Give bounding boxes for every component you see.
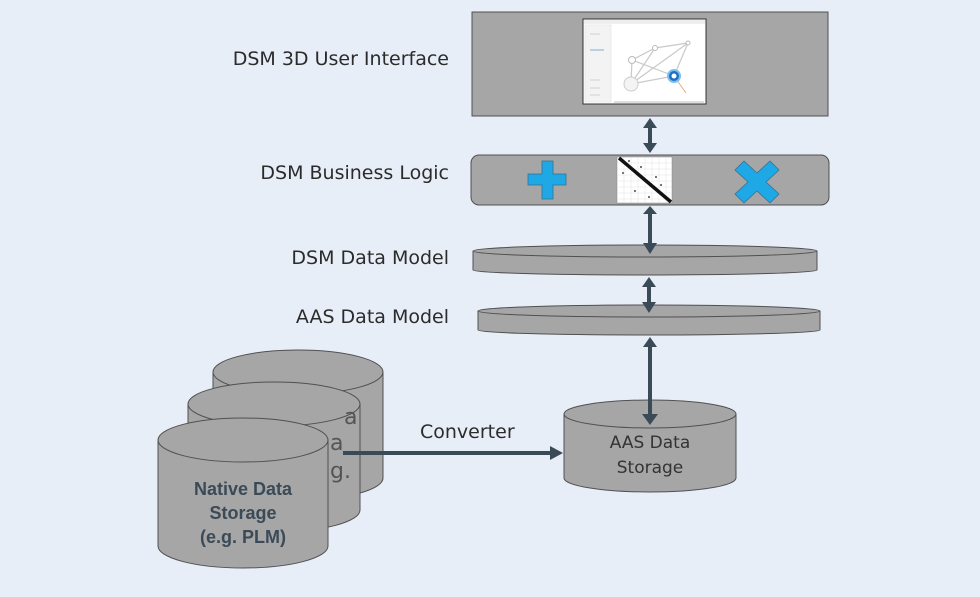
native-line-1: Native Data — [193, 479, 293, 499]
ui-screenshot-thumbnail — [582, 18, 707, 105]
ghost-text-middle-2: g. — [330, 459, 351, 484]
native-line-2: Storage — [209, 503, 277, 523]
aas-data-storage-label: AAS Data Storage — [566, 431, 734, 481]
dsm-business-logic-box — [470, 154, 830, 206]
native-line-3: (e.g. PLM) — [200, 527, 286, 547]
ghost-text-middle-1: a — [330, 431, 344, 456]
label-aas-data-model: AAS Data Model — [295, 306, 449, 328]
arrow-logic-to-dsm-model — [643, 206, 657, 254]
native-data-storage-label: Native Data Storage (e.g. PLM) — [160, 477, 326, 549]
dsm-data-model-disc — [472, 244, 818, 276]
arrow-aas-model-to-storage — [642, 337, 658, 425]
aas-storage-line-2: Storage — [616, 458, 684, 478]
cross-icon — [734, 160, 780, 204]
arrow-dsm-to-aas-model — [642, 277, 656, 313]
native-storage-cylinder-front — [157, 417, 329, 569]
label-dsm-business-logic: DSM Business Logic — [260, 162, 449, 184]
arrow-ui-to-logic — [643, 118, 657, 153]
aas-storage-line-1: AAS Data — [609, 433, 691, 453]
converter-arrow — [343, 446, 563, 460]
dsm-3d-user-interface-box — [471, 11, 829, 117]
plus-icon — [527, 160, 567, 200]
converter-label: Converter — [420, 421, 515, 443]
ghost-text-back: a — [344, 405, 358, 430]
dsm-matrix-icon — [616, 156, 673, 204]
label-dsm-data-model: DSM Data Model — [291, 247, 449, 269]
label-dsm-3d-user-interface: DSM 3D User Interface — [232, 48, 449, 70]
aas-data-storage-cylinder — [563, 399, 737, 493]
